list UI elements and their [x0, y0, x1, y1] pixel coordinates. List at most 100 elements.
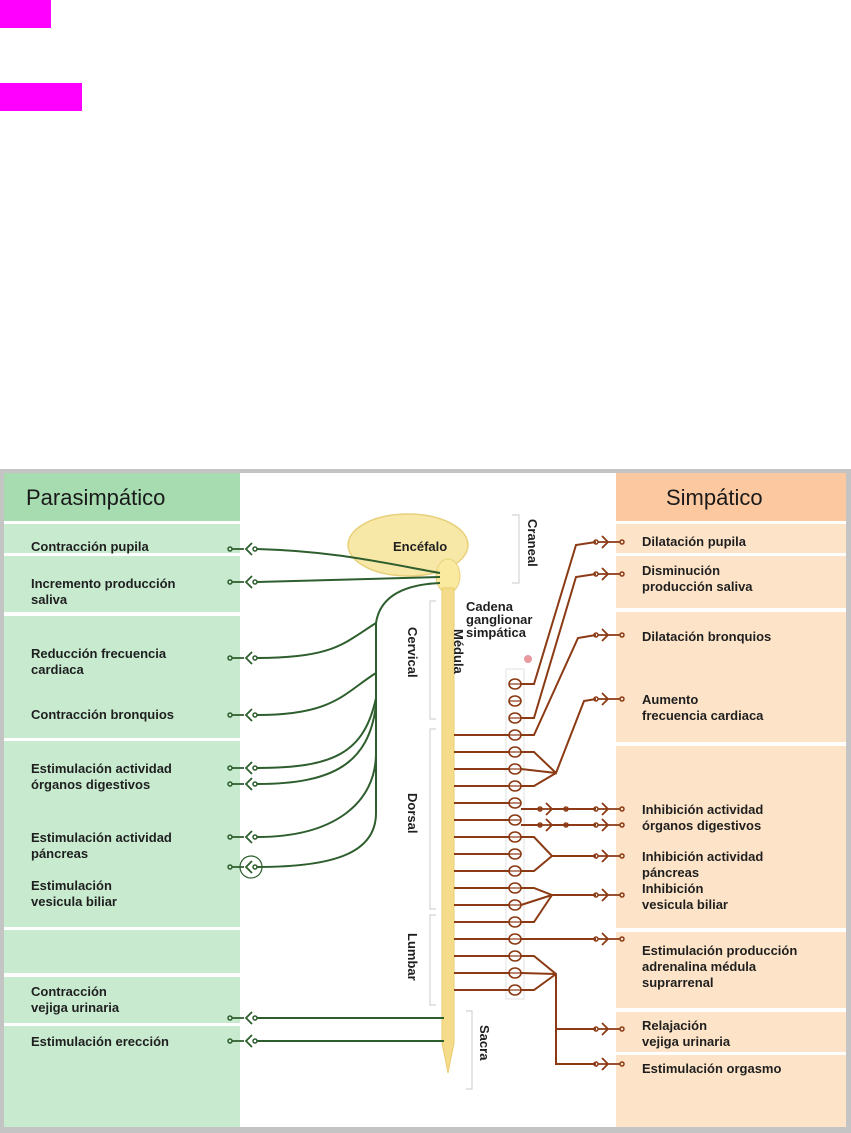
para-effect-label: Incremento producción saliva — [31, 576, 176, 607]
para-box-heart-lungs — [4, 616, 240, 738]
synapse-icon — [598, 535, 620, 549]
parasympathetic-nerve — [256, 622, 377, 659]
para-box-saliva — [4, 556, 240, 612]
symp-box-saliva — [616, 556, 846, 608]
synapse-icon — [232, 1034, 253, 1048]
sympathetic-ganglia — [508, 678, 522, 996]
synapse-terminal-icon — [227, 1015, 233, 1021]
para-effect-label: Estimulación vesicula biliar — [31, 878, 117, 909]
synapse-terminal-icon — [227, 579, 233, 585]
synapse-terminal-icon — [227, 765, 233, 771]
symp-effect-label: Dilatación bronquios — [642, 629, 772, 644]
synapse-terminal-icon — [227, 834, 233, 840]
synapse-icon — [598, 567, 620, 581]
para-box-empty — [4, 930, 240, 973]
sympathetic-nerves — [454, 541, 597, 1065]
nerve-pathways — [227, 513, 625, 1090]
synapse-bouton-icon — [252, 546, 258, 552]
synapse-terminal-icon — [619, 806, 625, 812]
para-box-digestive — [4, 741, 240, 927]
parasympathetic-nerve — [256, 697, 377, 769]
sympathetic-nerve — [520, 972, 557, 975]
region-cervical: Cervical — [405, 627, 420, 678]
synapse-icon — [232, 542, 253, 556]
synapse-icon — [232, 708, 253, 722]
parasympathetic-nerve — [256, 672, 377, 716]
synapse-bouton-icon — [252, 1015, 258, 1021]
sympathetic-nerve — [521, 772, 557, 787]
synapse-icon — [232, 777, 253, 791]
symp-box-orgasm — [616, 1055, 846, 1127]
synapse-terminal-icon — [619, 696, 625, 702]
synapse-terminal-icon — [619, 936, 625, 942]
magenta-block-1 — [0, 0, 51, 28]
magenta-block-2 — [0, 83, 82, 111]
region-sacra: Sacra — [477, 1025, 492, 1061]
synapse-terminal-icon — [227, 781, 233, 787]
sympathetic-nerve — [520, 894, 553, 906]
region-craneal: Craneal — [525, 519, 540, 567]
synapse-icon — [232, 651, 253, 665]
para-effect-label: Contracción bronquios — [31, 707, 174, 722]
sympathetic-nerve — [521, 855, 553, 872]
parasympathetic-nerve — [256, 704, 377, 785]
spinal-cord — [441, 587, 455, 1074]
parasympathetic-synapses — [227, 542, 263, 1048]
synapse-icon — [232, 575, 253, 589]
sympathetic-nerve — [521, 955, 596, 1065]
synapse-terminal-icon — [563, 822, 569, 828]
symp-box-adrenal — [616, 932, 846, 1008]
synapse-terminal-icon — [227, 1038, 233, 1044]
synapse-icon — [598, 818, 620, 832]
synapse-terminal-icon — [619, 539, 625, 545]
synapse-terminal-icon — [563, 806, 569, 812]
sympathetic-header: Simpático — [616, 473, 846, 521]
parasympathetic-nerve — [256, 576, 441, 583]
chain-top-ganglion — [524, 655, 532, 663]
sympathetic-nerve — [521, 573, 597, 719]
symp-effect-label: Relajación vejiga urinaria — [642, 1018, 731, 1049]
sympathetic-nerve — [521, 973, 557, 991]
synapse-icon — [232, 860, 253, 874]
parasympathetic-nerve — [256, 548, 441, 574]
symp-effect-label: Estimulación orgasmo — [642, 1061, 782, 1076]
synapse-terminal-icon — [227, 546, 233, 552]
sympathetic-nerve — [521, 836, 596, 857]
synapse-terminal-icon — [619, 1061, 625, 1067]
synapse-icon — [598, 628, 620, 642]
sympathetic-nerve — [520, 768, 557, 774]
symp-box-heart-lungs — [616, 612, 846, 742]
parasympathetic-header: Parasimpático — [4, 473, 240, 521]
symp-box-bladder — [616, 1012, 846, 1052]
parasympathetic-nerve — [256, 812, 377, 868]
brain-label: Encéfalo — [393, 539, 448, 554]
synapse-icon — [598, 932, 620, 946]
symp-box-pupil — [616, 524, 846, 553]
parasympathetic-nerve — [256, 752, 377, 838]
region-brackets — [429, 514, 520, 1090]
synapse-terminal-icon — [227, 864, 233, 870]
symp-effect-label: Inhibición actividad órganos digestivos — [642, 802, 764, 833]
symp-effect-label: Inhibición vesicula biliar — [642, 881, 728, 912]
parasympathetic-nerves — [256, 548, 444, 1042]
synapse-icon — [598, 802, 620, 816]
synapse-icon — [598, 692, 620, 706]
parasympathetic-column: Parasimpático Contracción pupila Increme… — [4, 473, 240, 1127]
synapse-icon — [598, 888, 620, 902]
synapse-terminal-icon — [227, 712, 233, 718]
para-box-bladder — [4, 977, 240, 1023]
para-effect-label: Contracción pupila — [31, 539, 149, 554]
sympathetic-nerve — [521, 894, 553, 923]
sympathetic-nerve — [521, 541, 597, 685]
synapse-terminal-icon — [619, 822, 625, 828]
synapse-icon — [232, 1011, 253, 1025]
symp-effect-label: Aumento frecuencia cardiaca — [642, 692, 764, 723]
synapse-icon — [232, 830, 253, 844]
symp-effect-label: Dilatación pupila — [642, 534, 747, 549]
para-box-erection — [4, 1026, 240, 1127]
synapse-bouton-icon — [252, 834, 258, 840]
synapse-terminal-icon — [619, 853, 625, 859]
synapse-bouton-icon — [252, 579, 258, 585]
symp-effect-label: Disminución producción saliva — [642, 563, 753, 594]
para-effect-label: Estimulación erección — [31, 1034, 169, 1049]
